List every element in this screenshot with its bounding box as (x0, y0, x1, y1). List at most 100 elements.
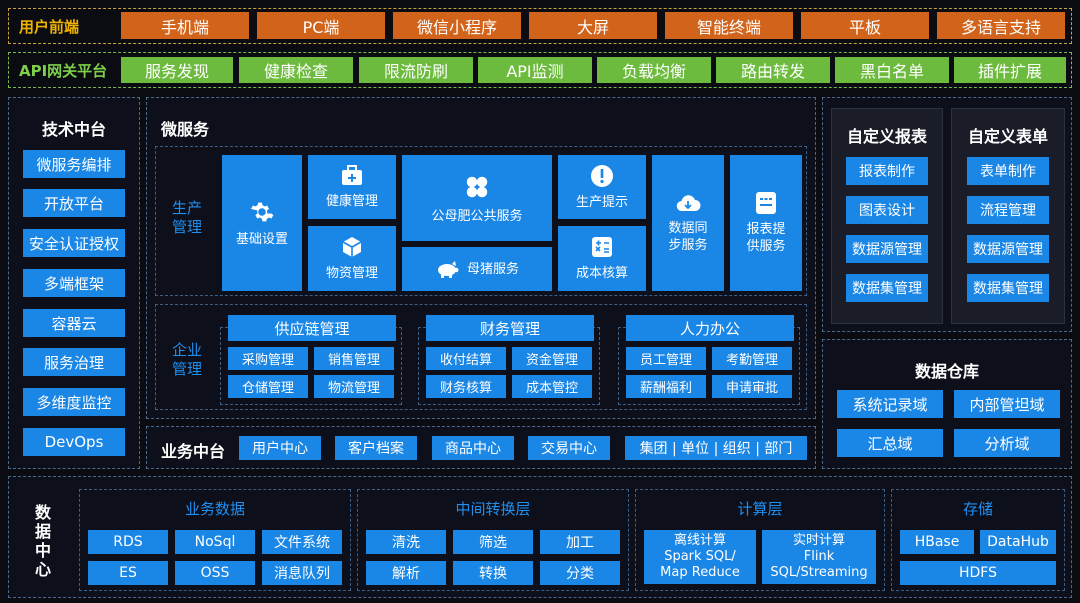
rds-button[interactable]: RDS (88, 530, 168, 554)
production-tip-tile[interactable]: 生产提示 (558, 155, 646, 219)
org-structure-button[interactable]: 集团 | 单位 | 组织 | 部门 (625, 436, 807, 460)
form-datasource-button[interactable]: 数据源管理 (967, 235, 1049, 263)
staff-mgmt-button[interactable]: 员工管理 (626, 347, 706, 370)
frontend-terminal-button[interactable]: 智能终端 (665, 12, 793, 39)
finance-title[interactable]: 财务管理 (426, 315, 594, 341)
gateway-loadbalance-button[interactable]: 负载均衡 (597, 57, 711, 83)
gateway-routing-button[interactable]: 路由转发 (716, 57, 830, 83)
material-mgmt-tile[interactable]: 物资管理 (308, 226, 396, 291)
chart-design-button[interactable]: 图表设计 (846, 196, 928, 224)
payroll-button[interactable]: 薪酬福利 (626, 375, 706, 398)
approval-button[interactable]: 申请审批 (712, 375, 792, 398)
production-mgmt-section: 生产 管理 基础设置 健康管理 物资管理 公母肥公共服务 母猪服务 生产提示 成 (155, 146, 807, 296)
clean-button[interactable]: 清洗 (366, 530, 446, 554)
supply-chain-title[interactable]: 供应链管理 (228, 315, 396, 341)
storage-title: 存储 (962, 500, 993, 518)
health-mgmt-tile[interactable]: 健康管理 (308, 155, 396, 219)
microservices-panel: 微服务 生产 管理 基础设置 健康管理 物资管理 公母肥公共服务 母猪服务 生产… (146, 97, 816, 419)
user-center-button[interactable]: 用户中心 (239, 436, 321, 460)
enterprise-mgmt-section: 企业 管理 供应链管理 采购管理 销售管理 仓储管理 物流管理 财务管理 收付结… (155, 304, 807, 410)
message-queue-button[interactable]: 消息队列 (262, 561, 342, 585)
hr-title[interactable]: 人力办公 (626, 315, 794, 341)
gateway-monitor-button[interactable]: API监测 (478, 57, 592, 83)
frontend-wechat-button[interactable]: 微信小程序 (393, 12, 521, 39)
base-settings-tile[interactable]: 基础设置 (222, 155, 302, 291)
form-dataset-button[interactable]: 数据集管理 (967, 274, 1049, 302)
report-service-tile[interactable]: 报表提 供服务 (730, 155, 802, 291)
api-gateway-row: API网关平台 服务发现 健康检查 限流防刷 API监测 负载均衡 路由转发 黑… (8, 52, 1072, 88)
frontend-mobile-button[interactable]: 手机端 (121, 12, 249, 39)
frontend-pc-button[interactable]: PC端 (257, 12, 385, 39)
cost-accounting-tile[interactable]: 成本核算 (558, 226, 646, 291)
warehouse-mgmt-button[interactable]: 仓储管理 (228, 375, 308, 398)
system-record-button[interactable]: 系统记录域 (837, 390, 943, 418)
datahub-button[interactable]: DataHub (980, 530, 1056, 554)
gateway-blacklist-button[interactable]: 黑白名单 (835, 57, 949, 83)
form-make-button[interactable]: 表单制作 (967, 157, 1049, 185)
business-data-title: 业务数据 (184, 500, 245, 518)
cost-control-button[interactable]: 成本管控 (512, 375, 592, 398)
sales-mgmt-button[interactable]: 销售管理 (314, 347, 394, 370)
settlement-button[interactable]: 收付结算 (426, 347, 506, 370)
boar-public-service-tile[interactable]: 公母肥公共服务 (402, 155, 552, 241)
workflow-mgmt-button[interactable]: 流程管理 (967, 196, 1049, 224)
frontend-tablet-button[interactable]: 平板 (801, 12, 929, 39)
api-gateway-title: API网关平台 (19, 62, 108, 80)
filesystem-button[interactable]: 文件系统 (262, 530, 342, 554)
realtime-compute-button[interactable]: 实时计算 Flink SQL/Streaming (762, 530, 876, 584)
tech-orchestration-button[interactable]: 微服务编排 (23, 150, 125, 178)
business-data-section: 业务数据 RDS NoSql 文件系统 ES OSS 消息队列 (79, 489, 351, 591)
tech-devops-button[interactable]: DevOps (23, 428, 125, 456)
report-make-button[interactable]: 报表制作 (846, 157, 928, 185)
filter-button[interactable]: 筛选 (453, 530, 533, 554)
es-button[interactable]: ES (88, 561, 168, 585)
offline-compute-button[interactable]: 离线计算 Spark SQL/ Map Reduce (644, 530, 756, 584)
report-dataset-button[interactable]: 数据集管理 (846, 274, 928, 302)
gateway-health-button[interactable]: 健康检查 (239, 57, 353, 83)
tech-openplatform-button[interactable]: 开放平台 (23, 189, 125, 217)
tech-monitoring-button[interactable]: 多维度监控 (23, 388, 125, 416)
calculator-icon (592, 237, 612, 257)
report-datasource-button[interactable]: 数据源管理 (846, 235, 928, 263)
data-sync-tile[interactable]: 数据同 步服务 (652, 155, 724, 291)
trade-center-button[interactable]: 交易中心 (528, 436, 610, 460)
tech-multiterminal-button[interactable]: 多端框架 (23, 269, 125, 297)
funds-mgmt-button[interactable]: 资金管理 (512, 347, 592, 370)
gear-icon (251, 202, 274, 221)
gateway-ratelimit-button[interactable]: 限流防刷 (359, 57, 473, 83)
frontend-bigscreen-button[interactable]: 大屏 (529, 12, 657, 39)
data-warehouse-panel: 数据仓库 系统记录域 内部管坦域 汇总域 分析域 (822, 339, 1072, 469)
storage-section: 存储 HBase DataHub HDFS (891, 489, 1065, 591)
analysis-domain-button[interactable]: 分析域 (954, 429, 1060, 457)
compute-title: 计算层 (737, 500, 783, 518)
nosql-button[interactable]: NoSql (175, 530, 255, 554)
classify-button[interactable]: 分类 (540, 561, 620, 585)
parse-button[interactable]: 解析 (366, 561, 446, 585)
sow-service-tile[interactable]: 母猪服务 (402, 247, 552, 291)
convert-button[interactable]: 转换 (453, 561, 533, 585)
box-icon (342, 237, 362, 257)
gateway-plugin-button[interactable]: 插件扩展 (954, 57, 1066, 83)
report-icon (756, 192, 776, 214)
hdfs-button[interactable]: HDFS (900, 561, 1056, 585)
tech-auth-button[interactable]: 安全认证授权 (23, 229, 125, 257)
internal-domain-button[interactable]: 内部管坦域 (954, 390, 1060, 418)
attendance-mgmt-button[interactable]: 考勤管理 (712, 347, 792, 370)
logistics-mgmt-button[interactable]: 物流管理 (314, 375, 394, 398)
purchase-mgmt-button[interactable]: 采购管理 (228, 347, 308, 370)
summary-domain-button[interactable]: 汇总域 (837, 429, 943, 457)
clover-icon (466, 176, 488, 197)
fin-accounting-button[interactable]: 财务核算 (426, 375, 506, 398)
frontend-multilang-button[interactable]: 多语言支持 (937, 12, 1065, 39)
hbase-button[interactable]: HBase (900, 530, 974, 554)
tech-governance-button[interactable]: 服务治理 (23, 348, 125, 376)
tech-container-button[interactable]: 容器云 (23, 309, 125, 337)
product-center-button[interactable]: 商品中心 (432, 436, 514, 460)
customer-archive-button[interactable]: 客户档案 (335, 436, 417, 460)
process-button[interactable]: 加工 (540, 530, 620, 554)
data-warehouse-title: 数据仓库 (914, 362, 979, 381)
sow-service-label: 母猪服务 (466, 261, 519, 277)
medkit-icon (342, 164, 362, 185)
gateway-discovery-button[interactable]: 服务发现 (121, 57, 233, 83)
oss-button[interactable]: OSS (175, 561, 255, 585)
